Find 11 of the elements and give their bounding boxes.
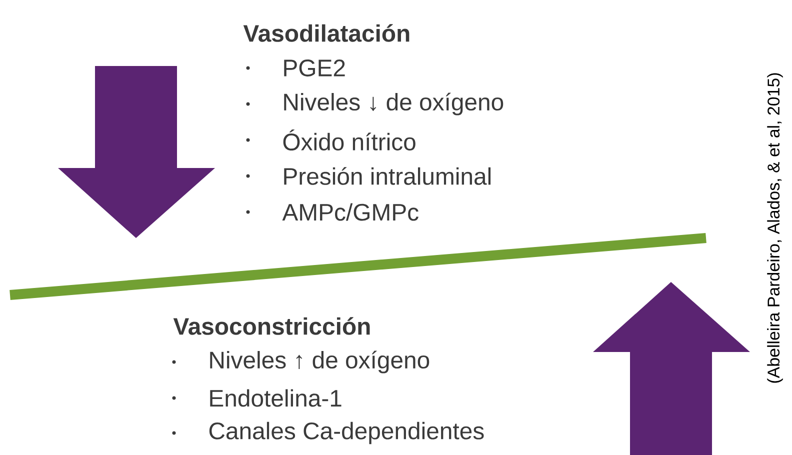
list-item: Canales Ca-dependientes	[209, 422, 484, 444]
list-item: Óxido nítrico	[283, 130, 416, 150]
heading: Vasoconstricción	[173, 317, 370, 335]
list-item: Niveles ↑ de oxígeno	[210, 350, 430, 374]
list-item: Presión intraluminal	[284, 167, 491, 185]
list-item: Niveles ↓ de oxígeno	[284, 92, 504, 116]
list-item: PGE2	[284, 60, 345, 76]
heading: Vasodilatación	[243, 24, 410, 42]
list-item: Endotelina-1	[210, 389, 342, 407]
citation: (Abelleira Pardeiro, Alados, & et al, 2015)	[767, 73, 783, 383]
list-item: AMPc/GMPc	[282, 203, 418, 221]
